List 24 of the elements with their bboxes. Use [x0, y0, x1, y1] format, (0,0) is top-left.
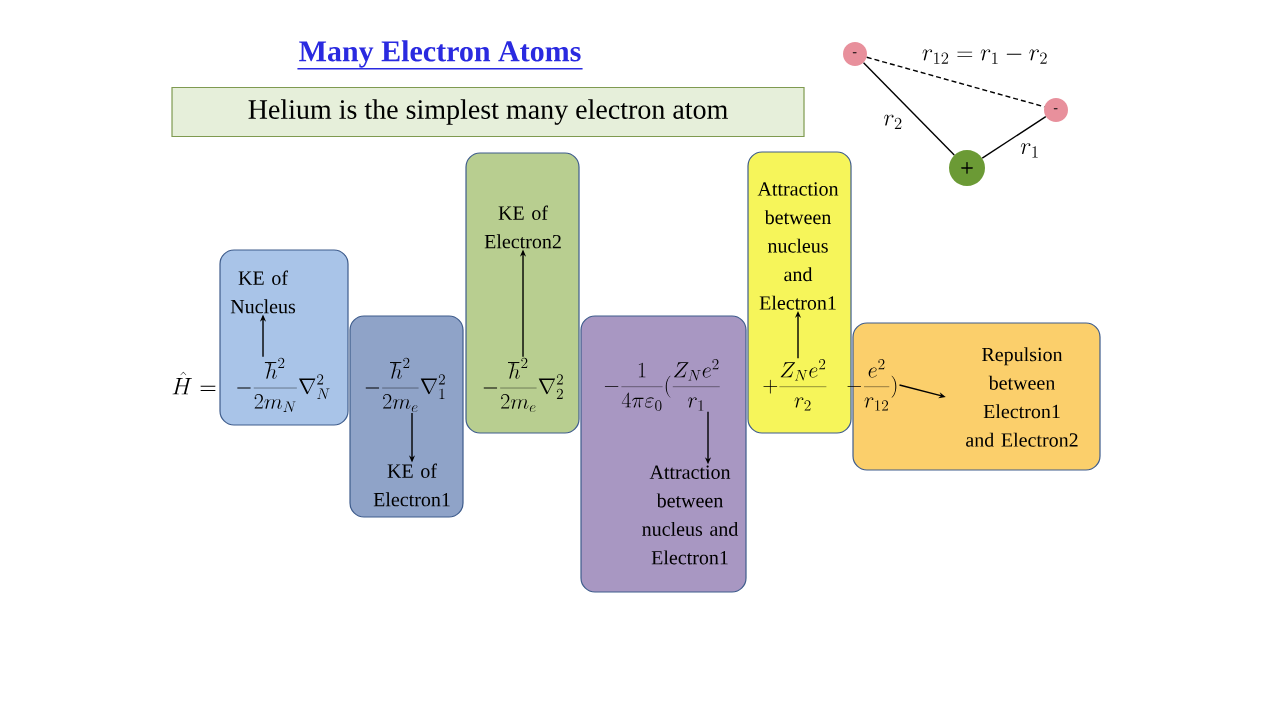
term-box	[219, 249, 349, 426]
formula-term: $-\frac{\hbar^2}{2m_N}\nabla_N^2$	[237, 357, 330, 412]
formula-term: $-\frac{\hbar^2}{2m_e}\nabla_1^2$	[365, 357, 445, 413]
edge-label: $r_1$	[1020, 143, 1038, 158]
term-label: Attraction between nucleus and Electron1	[757, 182, 839, 310]
term-label: KE of Electron2	[484, 205, 561, 249]
title: Many Electron Atoms	[296, 40, 584, 70]
formula-term: $-\frac{\hbar^2}{2m_e}\nabla_2^2$	[483, 357, 563, 413]
edge-label: $r_2$	[884, 114, 902, 129]
term-box	[465, 152, 580, 434]
term-label: Attraction between nucleus and Electron1	[642, 465, 739, 565]
term-label: Repulsion between Electron1 and Electron2	[966, 347, 1078, 447]
term-box	[580, 315, 747, 593]
formula-term: $+\frac{Z_Ne^2}{r_2}$	[763, 359, 827, 411]
term-box	[349, 315, 464, 518]
equation: $\hat{H} =$	[172, 371, 216, 395]
formula-term: $-\frac{e^2}{r_{12}}\Bigg)$	[847, 359, 897, 411]
connector-line	[981, 115, 1047, 159]
term-label: KE of Nucleus	[230, 270, 296, 314]
term-label: KE of Electron1	[373, 463, 450, 507]
formula-term: $-\frac{1}{4\pi\varepsilon_0}\Bigg(\frac{Z_Ne^2}{r_1}$	[604, 359, 720, 411]
heading-box: Helium is the simplest many electron atom	[171, 86, 805, 138]
equation: $r_{12}= r_1 - r_2$	[922, 49, 1047, 64]
connector-line	[862, 62, 955, 156]
